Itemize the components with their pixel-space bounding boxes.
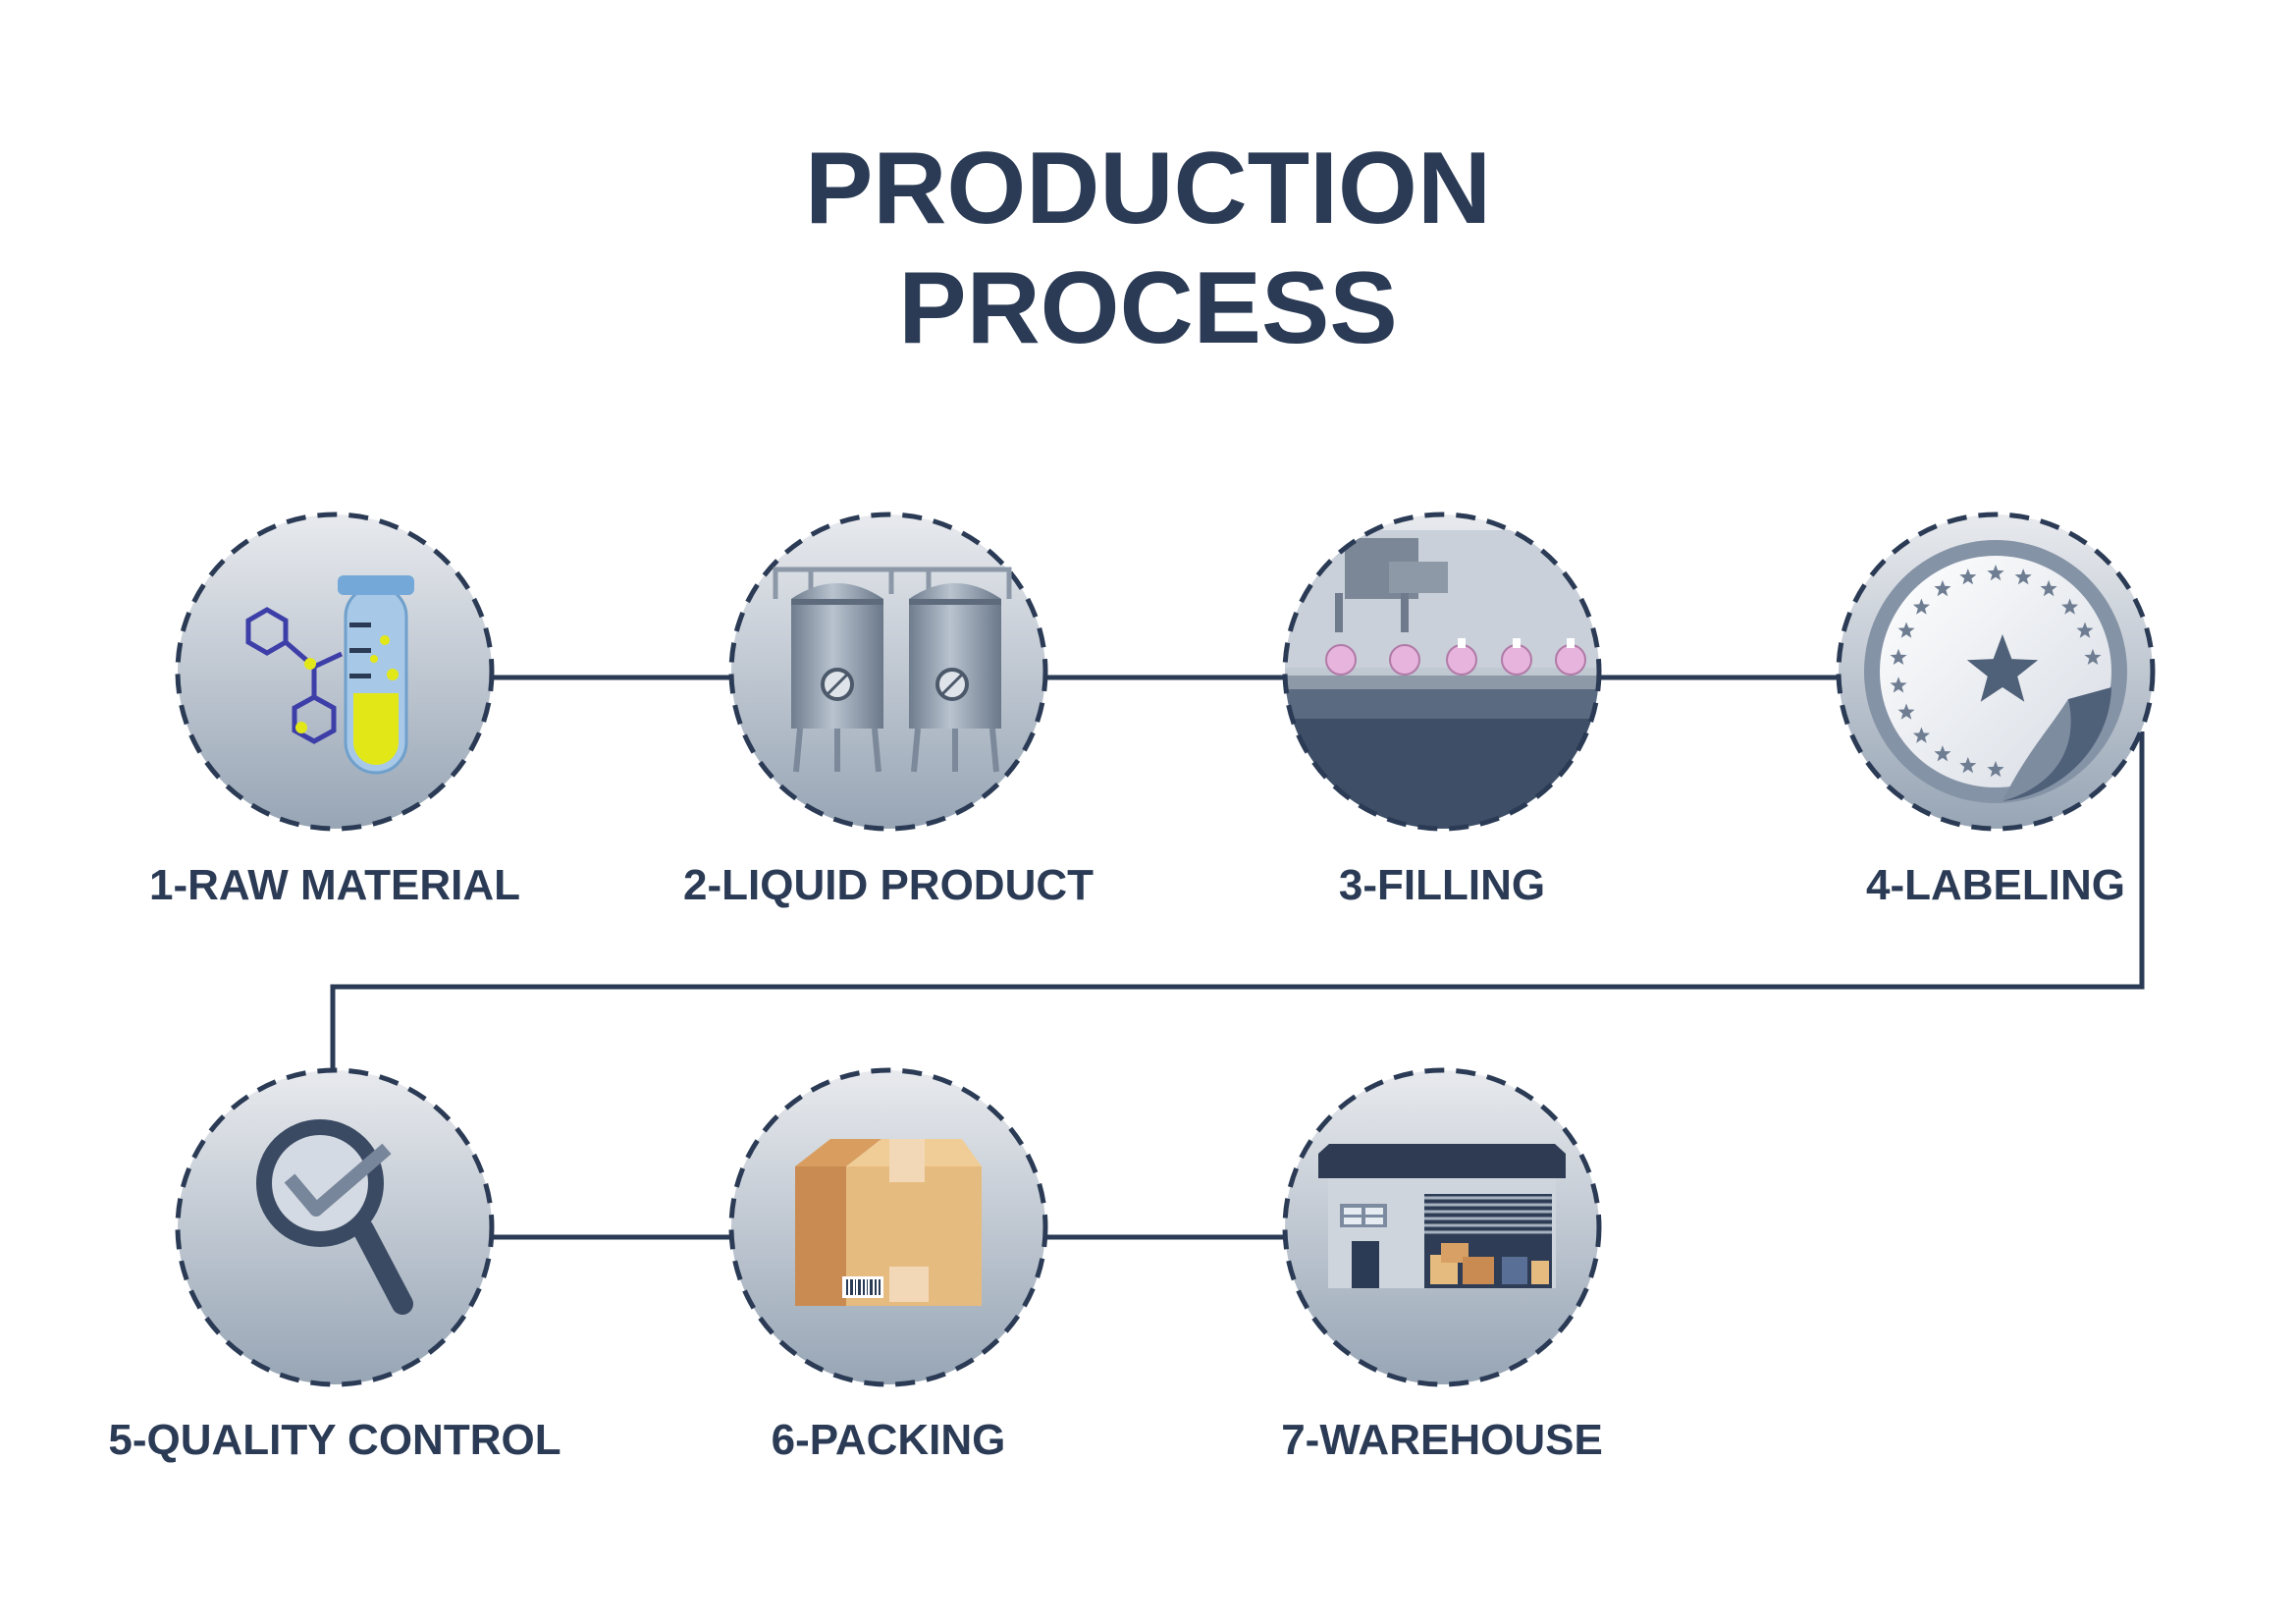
step-5-circle xyxy=(175,1067,495,1387)
step-1-circle xyxy=(175,512,495,832)
seal-star-icon xyxy=(1890,677,1907,693)
step-6-circle xyxy=(728,1067,1048,1387)
connector-4-5 xyxy=(330,731,2145,1068)
star-seal-sticker-icon xyxy=(1864,540,2127,803)
seal-star-icon xyxy=(1897,622,1915,638)
test-tube-molecule-icon xyxy=(245,575,414,775)
seal-star-icon xyxy=(1897,703,1915,720)
seal-star-icon xyxy=(1987,565,2004,581)
seal-star-icon xyxy=(1912,727,1930,743)
steel-tanks-icon xyxy=(773,567,1012,773)
step-2-label: 2-LIQUID PRODUCT xyxy=(683,861,1094,909)
bottle-filling-line-icon xyxy=(1285,530,1599,829)
step-4-label: 4-LABELING xyxy=(1866,861,2125,909)
seal-star-icon xyxy=(2040,579,2057,597)
connector-lines xyxy=(330,675,2145,1240)
seal-star-icon xyxy=(1959,568,1977,585)
step-7-label: 7-WAREHOUSE xyxy=(1281,1416,1603,1464)
step-4-circle xyxy=(1836,512,2156,832)
seal-star-icon xyxy=(1912,598,1930,615)
seal-star-icon xyxy=(1959,756,1977,774)
seal-star-icon xyxy=(1987,761,2004,778)
step-6-label: 6-PACKING xyxy=(771,1416,1006,1464)
title-line-2: PROCESS xyxy=(898,251,1398,365)
step-5-label: 5-QUALITY CONTROL xyxy=(108,1416,561,1464)
seal-star-icon xyxy=(1890,648,1907,665)
seal-star-icon xyxy=(2014,568,2032,585)
magnifier-check-icon xyxy=(256,1119,413,1315)
step-7-circle xyxy=(1282,1067,1602,1387)
step-3-circle xyxy=(1282,512,1602,832)
step-3-label: 3-FILLING xyxy=(1338,861,1546,909)
warehouse-icon xyxy=(1318,1144,1566,1288)
step-1-label: 1-RAW MATERIAL xyxy=(148,861,521,909)
title-line-1: PRODUCTION xyxy=(804,132,1492,245)
cardboard-box-icon xyxy=(795,1139,982,1306)
seal-star-icon xyxy=(1934,745,1951,762)
seal-star-icon xyxy=(1934,579,1951,597)
seal-star-icon xyxy=(2061,598,2079,615)
seal-star-icon xyxy=(2076,622,2094,638)
step-2-circle xyxy=(728,512,1048,832)
seal-star-icon xyxy=(2084,648,2102,665)
